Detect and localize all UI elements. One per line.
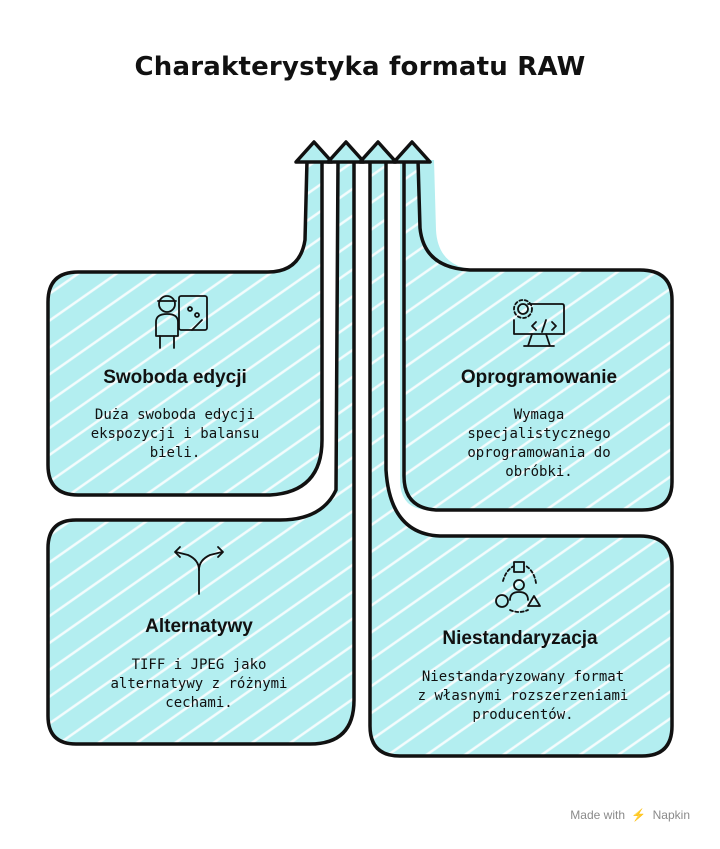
- card-top-left-shape: [46, 158, 324, 497]
- card-desc-line: cechami.: [165, 695, 233, 711]
- page-title: Charakterystyka formatu RAW: [134, 52, 586, 82]
- arrow-head-4: [392, 140, 432, 164]
- diverse-shapes-person-icon: [495, 561, 541, 613]
- card-desc-line: bieli.: [149, 445, 201, 461]
- card-desc-line: z własnymi rozszerzeniami: [417, 688, 629, 704]
- card-desc-line: specjalistycznego: [467, 426, 611, 442]
- card-desc-swoboda-edycji: Duża swoboda edycji ekspozycji i balansu…: [60, 406, 290, 463]
- card-desc-alternatywy: TIFF i JPEG jako alternatywy z różnymi c…: [74, 656, 324, 713]
- card-desc-line: producentów.: [472, 707, 574, 723]
- card-desc-line: alternatywy z różnymi: [110, 676, 288, 692]
- card-title-alternatywy: Alternatywy: [145, 616, 253, 637]
- card-desc-line: Niestandaryzowany format: [421, 669, 625, 685]
- card-desc-line: oprogramowania do: [467, 445, 611, 461]
- card-bottom-right-shape: [368, 158, 674, 758]
- made-with-label: Made with: [570, 808, 625, 822]
- made-with-footer: Made with ⚡ Napkin: [570, 808, 690, 822]
- card-title-niestandaryzacja: Niestandaryzacja: [442, 628, 598, 649]
- arrow-head-3: [358, 140, 398, 164]
- napkin-brand-label: Napkin: [652, 808, 690, 822]
- arrow-head-2: [326, 140, 366, 164]
- card-desc-line: TIFF i JPEG jako: [131, 657, 267, 673]
- card-bottom-left-shape: [46, 158, 356, 746]
- arrow-head-1: [294, 140, 334, 164]
- card-desc-line: Wymaga: [513, 407, 565, 423]
- card-desc-oprogramowanie: Wymaga specjalistycznego oprogramowania …: [424, 406, 654, 482]
- card-desc-niestandaryzacja: Niestandaryzowany format z własnymi rozs…: [398, 668, 648, 725]
- card-desc-line: obróbki.: [505, 464, 573, 480]
- gear-monitor-code-icon: [513, 299, 565, 347]
- branching-arrows-icon: [174, 546, 224, 595]
- card-top-right-shape: [400, 158, 674, 512]
- card-title-oprogramowanie: Oprogramowanie: [460, 367, 618, 388]
- card-title-swoboda-edycji: Swoboda edycji: [103, 367, 247, 388]
- napkin-logo-icon: ⚡: [631, 808, 647, 822]
- card-desc-line: Duża swoboda edycji: [94, 407, 256, 423]
- card-desc-line: ekspozycji i balansu: [90, 426, 260, 442]
- artist-palette-icon: [155, 295, 208, 349]
